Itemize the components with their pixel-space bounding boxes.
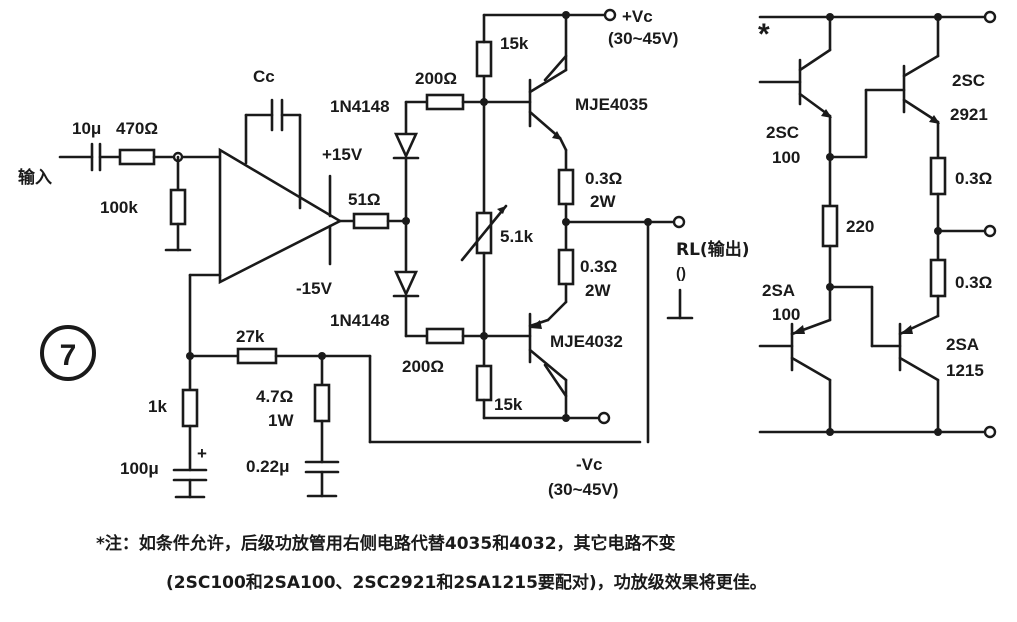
figure-number-circle — [40, 325, 96, 381]
label-r1k: 1k — [148, 397, 167, 416]
label-vc-neg: -Vc — [576, 455, 602, 474]
label-re-top: 0.3Ω — [585, 169, 622, 188]
label-r15k-top: 15k — [500, 34, 529, 53]
label-input: 输入 — [18, 167, 52, 188]
label-r-bias: 100k — [100, 198, 138, 217]
label-re-top-w: 2W — [590, 192, 616, 211]
label-r51: 51Ω — [348, 190, 381, 209]
label-2sc2921-b: 2921 — [950, 105, 988, 124]
resistor-200-bottom — [425, 327, 465, 345]
label-c100: 100μ — [120, 459, 159, 478]
input-resistor — [118, 148, 156, 166]
feedback-network — [172, 273, 642, 499]
note-line-1: *注：如条件允许，后级功放管用右侧电路代替4035和4032，其它电路不变 — [96, 533, 676, 554]
bias-chain — [392, 13, 602, 420]
emitter-resistor-bottom — [557, 248, 575, 286]
resistor-15k-top — [475, 40, 493, 78]
label-rl: RL(输出) — [676, 239, 749, 260]
label-sub-r-top: 0.3Ω — [955, 169, 992, 188]
label-re-bottom-w: 2W — [585, 281, 611, 300]
label-diode-top: 1N4148 — [330, 97, 390, 116]
label-c-plus: + — [197, 444, 207, 463]
figure-number: 7 — [60, 339, 77, 372]
label-star: * — [758, 18, 770, 51]
label-q-top: MJE4035 — [575, 95, 648, 114]
label-vc-pos: +Vc — [622, 7, 653, 26]
label-rl-sub: () — [676, 265, 686, 282]
label-vc-pos-range: (30~45V) — [608, 29, 678, 48]
label-r47-w: 1W — [268, 411, 294, 430]
label-c-in: 10μ — [72, 119, 101, 138]
sub-resistor-bottom — [929, 258, 947, 298]
sub-resistor-top — [929, 156, 947, 196]
note-line-2: (2SC100和2SA100、2SC2921和2SA1215要配对)，功放级效果… — [166, 572, 767, 593]
label-plus15: +15V — [322, 145, 363, 164]
label-pot: 5.1k — [500, 227, 534, 246]
output-stage — [482, 8, 694, 444]
resistor-1k — [181, 388, 199, 428]
label-r15k-bottom: 15k — [494, 395, 523, 414]
resistor-200-top — [425, 93, 465, 111]
resistor-51 — [352, 212, 390, 230]
alternative-output-stage — [758, 10, 997, 439]
label-2sa100-b: 100 — [772, 305, 800, 324]
label-r200-bottom: 200Ω — [402, 357, 444, 376]
resistor-27k — [236, 347, 278, 365]
emitter-resistor-top — [557, 168, 575, 206]
label-minus15: -15V — [296, 279, 333, 298]
label-r47: 4.7Ω — [256, 387, 293, 406]
label-2sa1215-b: 1215 — [946, 361, 984, 380]
label-q-bottom: MJE4032 — [550, 332, 623, 351]
label-c022: 0.22μ — [246, 457, 290, 476]
label-2sa1215-a: 2SA — [946, 335, 979, 354]
label-r220: 220 — [846, 217, 874, 236]
label-r27k: 27k — [236, 327, 265, 346]
resistor-4-7 — [313, 383, 331, 423]
label-r200-top: 200Ω — [415, 69, 457, 88]
input-network — [58, 142, 222, 252]
resistor-15k-bottom — [475, 364, 493, 402]
label-r-in: 470Ω — [116, 119, 158, 138]
label-2sa100-a: 2SA — [762, 281, 795, 300]
label-re-bottom: 0.3Ω — [580, 257, 617, 276]
label-sub-r-bottom: 0.3Ω — [955, 273, 992, 292]
label-2sc100-a: 2SC — [766, 123, 799, 142]
resistor-220 — [821, 204, 839, 248]
label-diode-bottom: 1N4148 — [330, 311, 390, 330]
label-vc-neg-range: (30~45V) — [548, 480, 618, 499]
op-amp — [218, 98, 408, 285]
bias-resistor — [169, 188, 187, 226]
label-2sc100-b: 100 — [772, 148, 800, 167]
label-2sc2921-a: 2SC — [952, 71, 985, 90]
label-cc: Cc — [253, 67, 275, 86]
